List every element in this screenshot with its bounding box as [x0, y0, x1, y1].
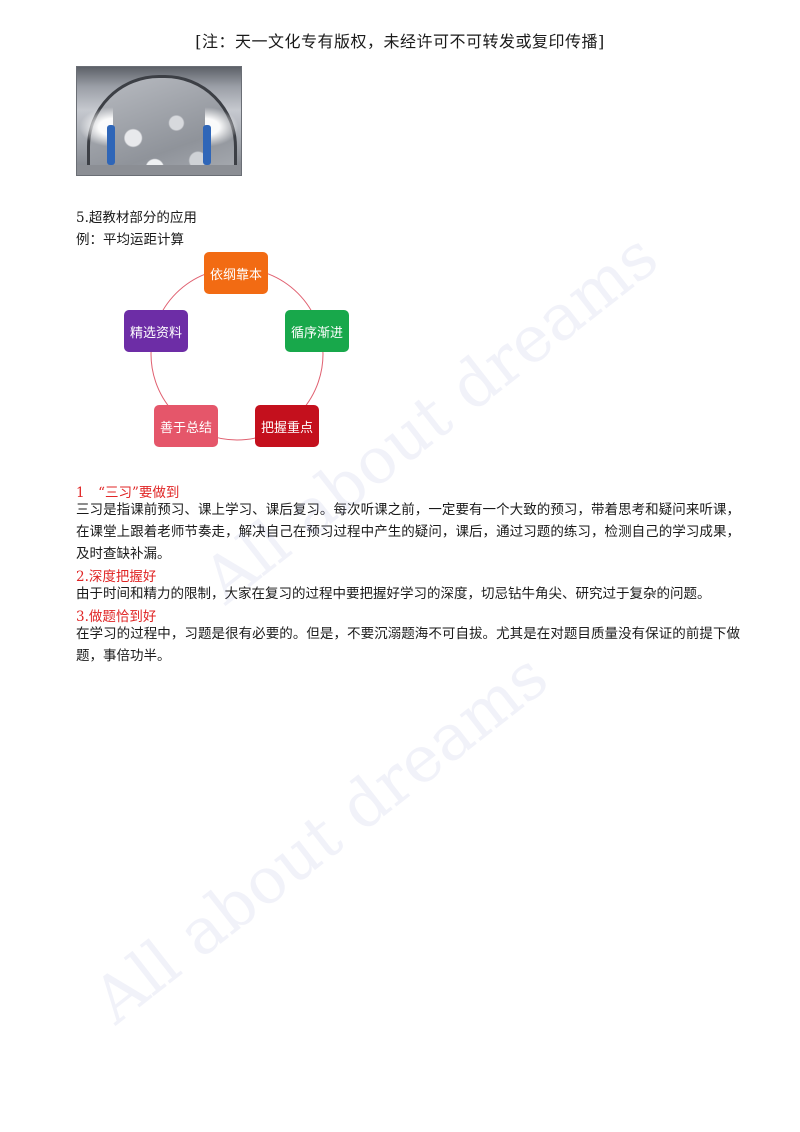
item-2-heading: 2.深度把握好 [76, 569, 157, 585]
watermark-2: All about dreams [80, 639, 562, 1039]
item-2-body: 由于时间和精力的限制，大家在复习的过程中要把握好学习的深度，切忌钻牛角尖、研究过… [76, 586, 711, 602]
example-label: 例：平均运距计算 [76, 232, 184, 248]
cycle-node-2: 循序渐进 [285, 310, 349, 352]
cycle-node-1: 依纲靠本 [204, 252, 268, 294]
study-cycle-diagram: 依纲靠本 循序渐进 把握重点 善于总结 精选资料 [120, 250, 360, 450]
cycle-node-5: 精选资料 [124, 310, 188, 352]
tunnel-spray-photo [76, 66, 242, 176]
copyright-notice: [注：天一文化专有版权，未经许可不可转发或复印传播] [195, 32, 605, 51]
cycle-node-4: 善于总结 [154, 405, 218, 447]
item-1-body: 三习是指课前预习、课上学习、课后复习。每次听课之前，一定要有一个大致的预习，带着… [76, 502, 740, 562]
item-1-heading: 1 “三习”要做到 [76, 485, 180, 501]
item-3-heading: 3.做题恰到好 [76, 609, 157, 625]
section-title: 5.超教材部分的应用 [76, 210, 197, 226]
item-3-body: 在学习的过程中，习题是很有必要的。但是，不要沉溺题海不可自拔。尤其是在对题目质量… [76, 626, 740, 664]
cycle-node-3: 把握重点 [255, 405, 319, 447]
